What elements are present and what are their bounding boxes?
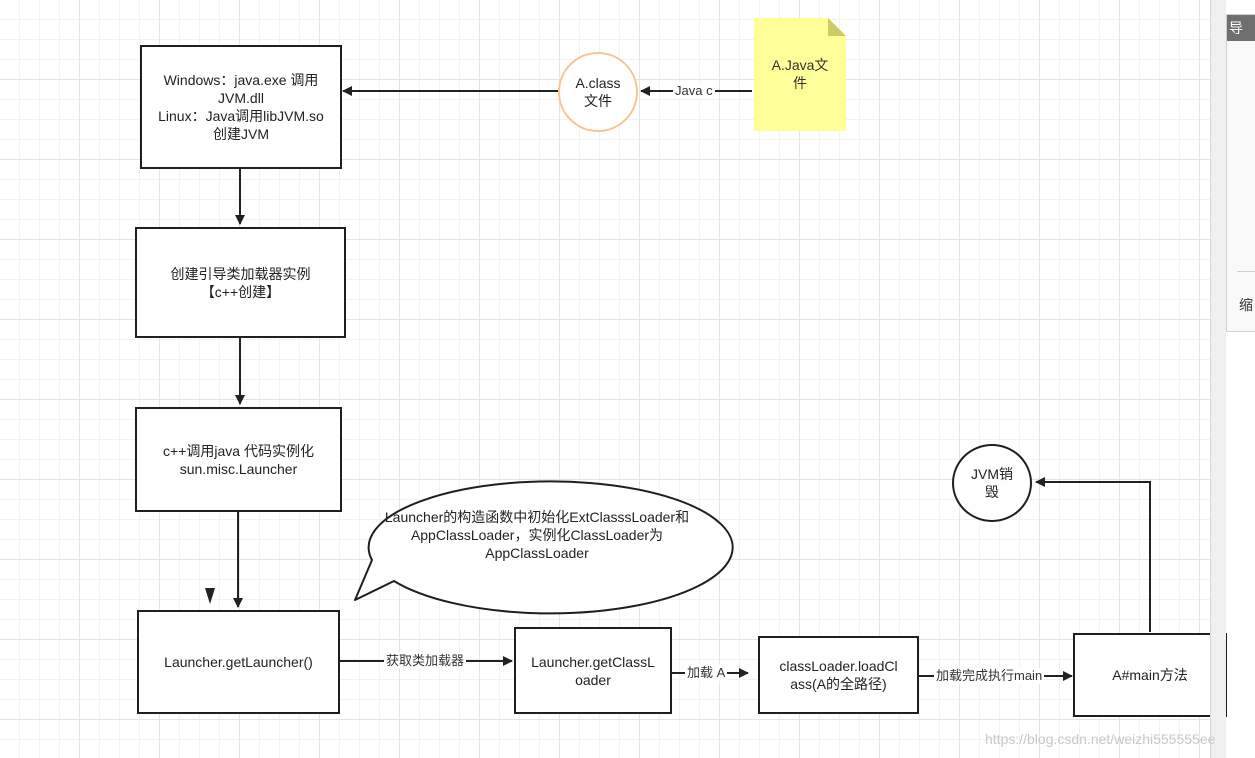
main-method-node[interactable]: A#main方法 [1073, 633, 1227, 717]
edge-label-get-loader: 获取类加载器 [384, 653, 467, 669]
vertical-scrollbar[interactable] [1210, 0, 1226, 758]
edge-label-exec-main: 加载完成执行main [934, 668, 1045, 684]
outline-side-panel[interactable]: 导 缩 [1226, 14, 1255, 332]
edge-label-javac: Java c [673, 83, 715, 99]
load-class-node[interactable]: classLoader.loadCl ass(A的全路径) [758, 636, 919, 714]
cpp-call-node[interactable]: c++调用java 代码实例化 sun.misc.Launcher [135, 407, 342, 512]
outline-tab[interactable]: 导 [1227, 15, 1255, 41]
edge-label-load: 加载 A [685, 665, 728, 681]
launcher-bubble-text: Launcher的构造函数中初始化ExtClasssLoader和AppClas… [384, 509, 690, 561]
get-classloader-node[interactable]: Launcher.getClassL oader [514, 627, 672, 714]
java-file-note [754, 18, 846, 131]
edge-main-to-destroy [1035, 477, 1151, 632]
watermark: https://blog.csdn.net/weizhi555555ee [985, 731, 1216, 747]
bootstrap-loader-node[interactable]: 创建引导类加载器实例 【c++创建】 [135, 227, 346, 338]
speech-bubble [354, 480, 734, 615]
zoom-label: 缩 [1239, 297, 1253, 313]
get-launcher-node[interactable]: Launcher.getLauncher() [137, 610, 340, 714]
class-file-node[interactable]: A.class 文件 [558, 52, 638, 132]
side-panel-divider [1237, 271, 1255, 272]
jvm-create-node[interactable]: Windows：java.exe 调用JVM.dll Linux：Java调用l… [140, 45, 342, 169]
java-file-label: A.Java文 件 [771, 57, 829, 91]
stray-arrowhead [205, 588, 215, 604]
jvm-destroy-node[interactable]: JVM销 毁 [952, 444, 1032, 522]
